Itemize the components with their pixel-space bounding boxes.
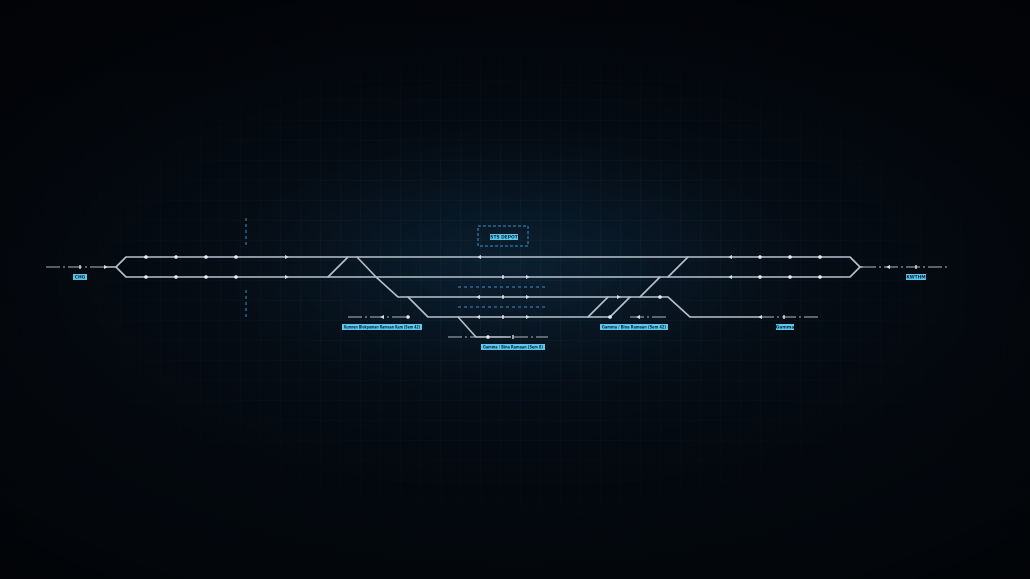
arrow-right-icon bbox=[617, 295, 621, 299]
signal bbox=[818, 275, 822, 279]
platform-mid-right-label-text: Gamma / Bina Ramaan (Sem 42) bbox=[602, 325, 666, 331]
arrow-right-icon bbox=[285, 255, 289, 259]
arrow-left-icon bbox=[477, 255, 481, 259]
section-boundaries bbox=[245, 218, 547, 318]
platform-crossover bbox=[587, 296, 609, 318]
arrow-left-icon bbox=[476, 295, 480, 299]
depot-label: STS DEPOT bbox=[490, 234, 518, 241]
signal bbox=[608, 315, 612, 319]
signal bbox=[486, 335, 490, 339]
arrow-left-icon bbox=[476, 315, 480, 319]
arrow-right-icon bbox=[104, 265, 108, 269]
loop-line bbox=[356, 256, 761, 318]
right-terminus-label: KWTHM bbox=[906, 274, 926, 281]
signal bbox=[406, 315, 410, 319]
arrow-left-icon bbox=[728, 275, 732, 279]
arrow-left-icon bbox=[886, 265, 890, 269]
running-lines bbox=[105, 256, 863, 338]
signal bbox=[204, 275, 208, 279]
main-line-lower bbox=[115, 266, 861, 278]
signal bbox=[204, 255, 208, 259]
bottom-siding bbox=[457, 316, 511, 338]
platform-left-label: Kumran Blokpaman Ramaan Kam (Sem 42) bbox=[342, 324, 422, 331]
arrow-left-icon bbox=[636, 315, 640, 319]
signal bbox=[788, 275, 792, 279]
left-terminus-label-text: CHG bbox=[75, 275, 86, 281]
platform-mid-right-label: Gamma / Bina Ramaan (Sem 42) bbox=[600, 324, 668, 331]
platform-right-label: Gamma bbox=[776, 324, 795, 331]
arrow-right-icon bbox=[526, 295, 530, 299]
signal bbox=[144, 275, 148, 279]
signal bbox=[818, 255, 822, 259]
arrow-right-icon bbox=[285, 275, 289, 279]
signal bbox=[174, 275, 178, 279]
platform-bottom-label: Gamma / Bina Ramaan (Sem 8) bbox=[481, 344, 545, 351]
platform-left-label-text: Kumran Blokpaman Ramaan Kam (Sem 42) bbox=[344, 325, 420, 331]
right-terminus-label-text: KWTHM bbox=[906, 275, 925, 281]
signal bbox=[658, 295, 662, 299]
signal bbox=[758, 275, 762, 279]
arrow-right-icon bbox=[526, 275, 530, 279]
depot-label-text: STS DEPOT bbox=[490, 235, 517, 241]
left-terminus-label: CHG bbox=[73, 274, 87, 281]
signal bbox=[144, 255, 148, 259]
crossover-right bbox=[667, 256, 689, 278]
platform-bottom-label-text: Gamma / Bina Ramaan (Sem 8) bbox=[483, 345, 543, 351]
signal bbox=[174, 255, 178, 259]
main-line-upper bbox=[105, 256, 863, 268]
arrow-right-icon bbox=[526, 315, 530, 319]
arrow-left-icon bbox=[758, 315, 762, 319]
signal bbox=[234, 255, 238, 259]
crossover-left bbox=[327, 256, 349, 278]
signal bbox=[758, 255, 762, 259]
signal bbox=[788, 255, 792, 259]
arrow-left-icon bbox=[380, 315, 384, 319]
loop-connector-right bbox=[639, 276, 661, 298]
signal bbox=[234, 275, 238, 279]
arrow-left-icon bbox=[728, 255, 732, 259]
platform-right-label-text: Gamma bbox=[776, 325, 795, 331]
